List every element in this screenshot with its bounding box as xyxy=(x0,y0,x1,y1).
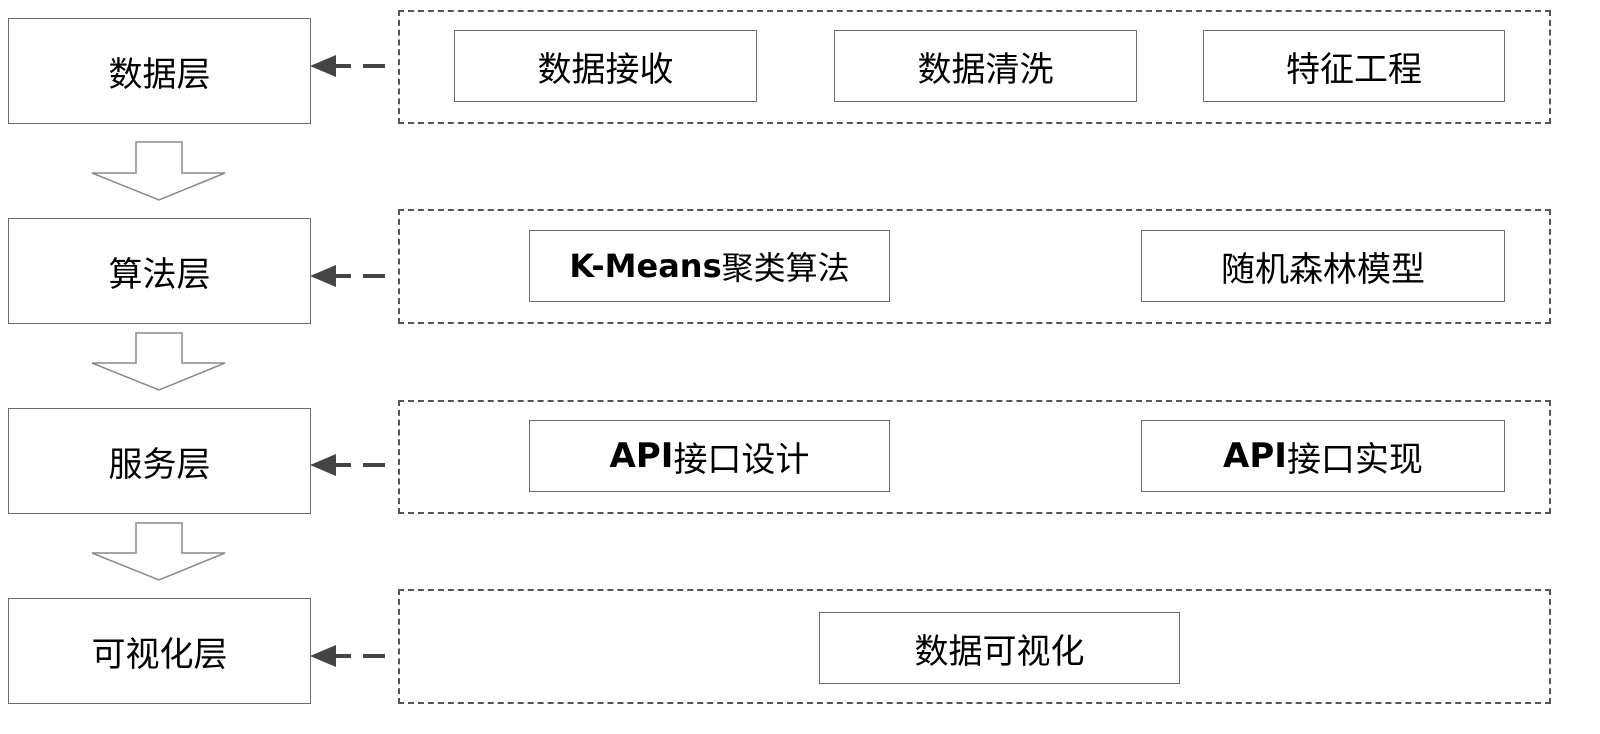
item-data-visualization: 数据可视化 xyxy=(819,612,1180,684)
down-arrow-1 xyxy=(91,141,226,201)
item-latin: API xyxy=(609,436,674,476)
item-label: 数据接收 xyxy=(537,49,674,90)
layer-box-algorithm: 算法层 xyxy=(8,218,311,324)
item-random-forest: 随机森林模型 xyxy=(1141,230,1505,302)
layer-box-visualization: 可视化层 xyxy=(8,598,311,704)
layer-label-data: 数据层 xyxy=(108,54,211,95)
down-arrow-3 xyxy=(91,522,226,581)
item-label: 数据清洗 xyxy=(917,49,1054,90)
item-latin: API xyxy=(1223,436,1287,476)
item-label: 随机森林模型 xyxy=(1221,249,1425,290)
item-feature-engineering: 特征工程 xyxy=(1203,30,1505,102)
group-visualization xyxy=(398,589,1551,704)
dashed-arrow-service xyxy=(310,454,385,476)
dashed-arrow-algorithm xyxy=(310,265,385,287)
dashed-arrow-data xyxy=(310,55,385,77)
group-data xyxy=(398,10,1551,124)
down-arrow-2 xyxy=(91,332,226,391)
layer-label-algorithm: 算法层 xyxy=(108,254,211,295)
group-algorithm xyxy=(398,209,1551,324)
group-service xyxy=(398,400,1551,514)
item-data-cleaning: 数据清洗 xyxy=(834,30,1137,102)
item-label: 聚类算法 xyxy=(721,249,850,287)
item-label: 接口设计 xyxy=(673,439,810,480)
layer-label-visualization: 可视化层 xyxy=(91,634,228,675)
layer-box-data: 数据层 xyxy=(8,18,311,124)
layer-box-service: 服务层 xyxy=(8,408,311,514)
dashed-arrow-visualization xyxy=(310,645,385,667)
item-label: 接口实现 xyxy=(1286,439,1423,480)
item-latin: K-Means xyxy=(569,247,722,285)
item-label: 数据可视化 xyxy=(914,631,1085,672)
layer-label-service: 服务层 xyxy=(108,444,211,485)
item-data-receive: 数据接收 xyxy=(454,30,757,102)
item-label: 特征工程 xyxy=(1286,49,1422,90)
